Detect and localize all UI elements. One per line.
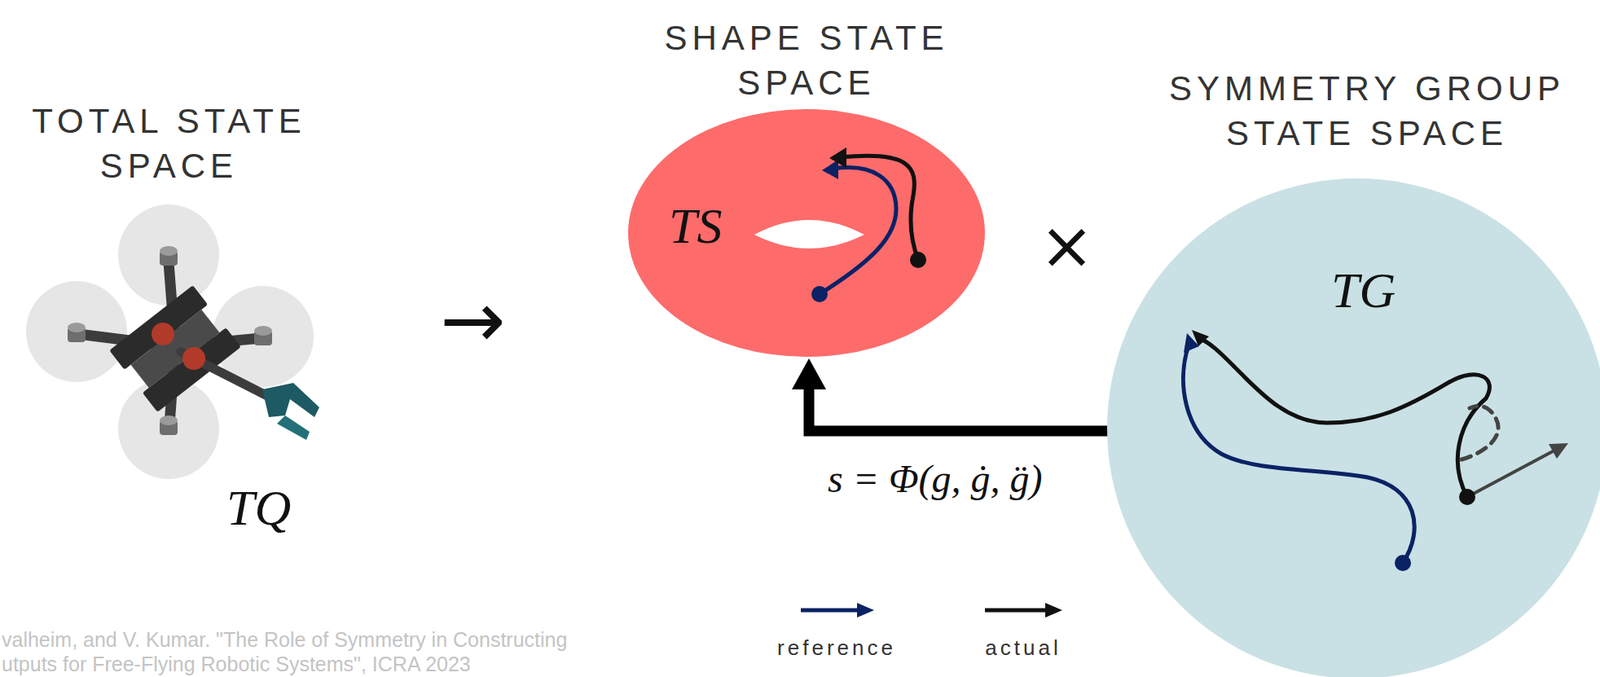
map-arrow <box>791 358 1111 431</box>
manipulator-arm <box>151 322 320 440</box>
legend-label: actual <box>984 637 1061 659</box>
torus-region: SHAPE STATE SPACE TS <box>628 16 985 357</box>
group-circle <box>1107 178 1600 677</box>
rotor-disc <box>26 281 128 383</box>
edge-label: s = Φ(g, ġ, g̈) <box>824 456 1047 502</box>
drone-body <box>109 285 242 413</box>
circle-region: SYMMETRY GROUP STATE SPACETG <box>1107 178 1600 677</box>
space-symbol: TQ <box>226 482 291 533</box>
product-symbol: × <box>1039 213 1095 279</box>
space-symbol: TS <box>668 200 722 251</box>
connector-line <box>808 387 1111 431</box>
drone-illustration <box>26 204 320 480</box>
legend-samples <box>800 602 1063 618</box>
space-heading: SYMMETRY GROUP STATE SPACE <box>1147 66 1587 156</box>
citation-text: utputs for Free-Flying Robotic Systems",… <box>1 653 471 677</box>
citation-text: valheim, and V. Kumar. "The Role of Symm… <box>1 628 568 652</box>
product-arrow-symbol: → <box>439 281 506 360</box>
arrow-head <box>791 358 827 390</box>
state-space-illustration: TOTAL STATE SPACE TQ <box>8 99 330 540</box>
drone-arms <box>78 262 262 426</box>
space-heading: TOTAL STATE SPACE <box>8 99 330 189</box>
motor-hub <box>67 246 273 436</box>
space-heading: SHAPE STATE SPACE <box>651 16 962 106</box>
space-symbol: TG <box>1331 264 1396 316</box>
legend-label: reference <box>777 637 897 659</box>
